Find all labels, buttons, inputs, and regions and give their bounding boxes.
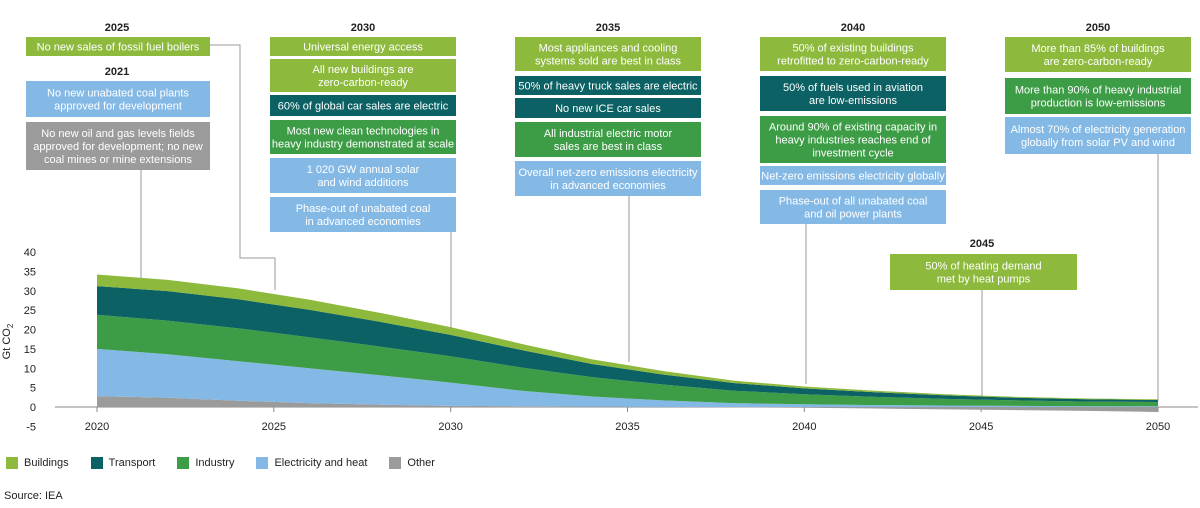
milestone-box — [270, 158, 456, 193]
milestone-box — [515, 122, 701, 157]
milestone-year-2025: 2025 — [105, 22, 129, 34]
milestone-box — [515, 37, 701, 71]
x-tick-label: 2025 — [262, 421, 286, 433]
x-tick-label: 2045 — [969, 421, 993, 433]
y-tick-label: 40 — [24, 247, 36, 259]
y-tick-label: 20 — [24, 325, 36, 337]
milestone-year-2045: 2045 — [970, 238, 994, 250]
source-note: Source: IEA — [4, 490, 63, 502]
milestone-box — [270, 95, 456, 116]
area-other — [97, 396, 1158, 413]
milestone-year-2050: 2050 — [1086, 22, 1110, 34]
x-tick-label: 2040 — [792, 421, 816, 433]
legend-item-electricity-and-heat: Electricity and heat — [256, 457, 367, 469]
y-tick-label: 25 — [24, 305, 36, 317]
milestone-box — [890, 254, 1077, 290]
legend-swatch-other — [389, 457, 402, 469]
y-tick-label: 10 — [24, 363, 36, 375]
area-buildings — [97, 274, 1158, 401]
legend-swatch-buildings — [6, 457, 18, 469]
area-industry — [97, 314, 1158, 407]
leader-line-2025 — [210, 44, 276, 290]
legend-swatch-electricity-and-heat — [256, 457, 269, 469]
milestone-box — [270, 37, 456, 56]
area-transport — [97, 286, 1158, 402]
milestone-text: Net-zero emissions electricity globally — [761, 171, 945, 183]
milestone-text: No new ICE car sales — [555, 103, 661, 115]
legend-label-industry: Industry — [195, 457, 235, 469]
milestone-year-2021: 2021 — [105, 66, 129, 78]
area-electricity-and-heat — [97, 348, 1158, 407]
y-tick-label: -5 — [26, 421, 36, 433]
milestone-text: No new sales of fossil fuel boilers — [37, 42, 200, 54]
x-tick-label: 2030 — [438, 421, 462, 433]
milestone-box — [1005, 78, 1191, 114]
milestone-box — [515, 76, 701, 95]
milestone-year-2035: 2035 — [596, 22, 620, 34]
x-tick-label: 2035 — [615, 421, 639, 433]
milestone-box — [515, 98, 701, 118]
milestone-year-2030: 2030 — [351, 22, 375, 34]
milestone-text: 60% of global car sales are electric — [278, 101, 449, 113]
y-tick-label: 0 — [30, 402, 36, 414]
legend-item-other: Other — [389, 457, 435, 469]
legend-label-electricity-and-heat: Electricity and heat — [274, 457, 368, 469]
legend-swatch-industry — [177, 457, 190, 469]
legend-swatch-transport — [90, 457, 103, 469]
milestone-box — [26, 81, 210, 117]
x-tick-label: 2020 — [85, 421, 109, 433]
y-tick-label: 5 — [30, 383, 36, 395]
legend-label-other: Other — [407, 457, 435, 469]
y-tick-label: 15 — [24, 344, 36, 356]
milestone-box — [760, 190, 946, 224]
milestone-box — [515, 161, 701, 196]
legend-label-transport: Transport — [108, 457, 156, 469]
chart-legend: Buildings Transport Industry Electricity… — [6, 457, 457, 469]
milestone-box — [760, 37, 946, 71]
milestone-box — [1005, 117, 1191, 154]
milestone-box — [270, 59, 456, 92]
milestone-box — [270, 120, 456, 154]
legend-item-industry: Industry — [177, 457, 234, 469]
legend-item-buildings: Buildings — [6, 457, 69, 469]
y-tick-label: 35 — [24, 266, 36, 278]
milestone-text: 50% of heavy truck sales are electric — [518, 81, 698, 93]
milestone-box — [26, 37, 210, 56]
legend-label-buildings: Buildings — [24, 457, 69, 469]
x-tick-label: 2050 — [1146, 421, 1170, 433]
milestone-box — [26, 122, 210, 170]
y-axis-label: Gt CO2 — [1, 323, 15, 359]
milestone-box — [760, 116, 946, 163]
milestone-box — [760, 76, 946, 111]
milestone-text: Universal energy access — [303, 42, 423, 54]
milestone-box — [760, 166, 946, 185]
legend-item-transport: Transport — [90, 457, 156, 469]
y-tick-label: 30 — [24, 286, 36, 298]
milestone-year-2040: 2040 — [841, 22, 865, 34]
milestone-box — [1005, 37, 1191, 72]
milestone-box — [270, 197, 456, 232]
